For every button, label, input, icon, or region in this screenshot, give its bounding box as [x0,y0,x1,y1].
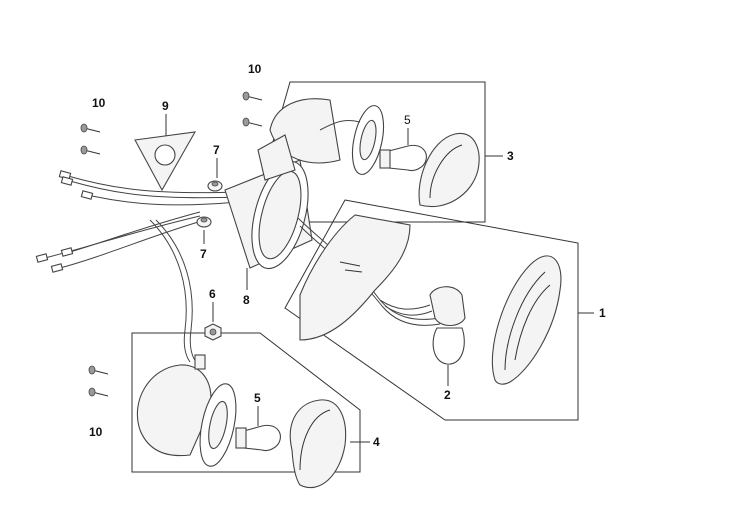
center-housing-part-8 [224,159,441,326]
bulb-5-lower [235,424,281,452]
lower-signal-assembly-4 [136,354,347,489]
tail-light-assembly-1 [299,214,562,385]
grommet-7-upper [207,180,223,192]
screw-10-f [88,387,109,397]
triangle-plate-part-9 [134,131,197,192]
grommet-7-lower [196,216,212,228]
nut-part-6 [204,323,222,341]
callout-3: 3 [507,149,514,163]
upper-lens [418,133,480,207]
screw-10-c [242,91,263,101]
callout-1: 1 [599,306,606,320]
screw-10-a [80,123,101,133]
callout-2: 2 [444,388,451,402]
callout-7-lower: 7 [200,247,207,261]
upper-signal-assembly-3 [257,98,480,207]
callout-10-bottom: 10 [89,425,103,439]
callout-7-upper: 7 [213,143,220,157]
wiring-harness [35,170,241,363]
callout-5-lower: 5 [254,391,261,405]
screw-10-d [242,117,263,127]
callout-6: 6 [209,287,216,301]
group-box-1 [284,199,579,421]
callout-5-upper: 5 [404,113,411,127]
bulb-2 [432,327,465,365]
callout-10-left: 10 [92,96,106,110]
tail-reflector [299,214,411,341]
callout-9: 9 [162,99,169,113]
bulb-socket-2 [429,286,466,327]
callout-10-top: 10 [248,62,262,76]
screw-10-e [88,365,109,375]
screw-10-b [80,145,101,155]
bulb-5-upper [379,144,427,172]
leader-lines [165,114,594,443]
callout-8: 8 [243,293,250,307]
callout-4: 4 [373,435,380,449]
group-box-4 [131,332,361,473]
lower-lens [289,399,347,489]
